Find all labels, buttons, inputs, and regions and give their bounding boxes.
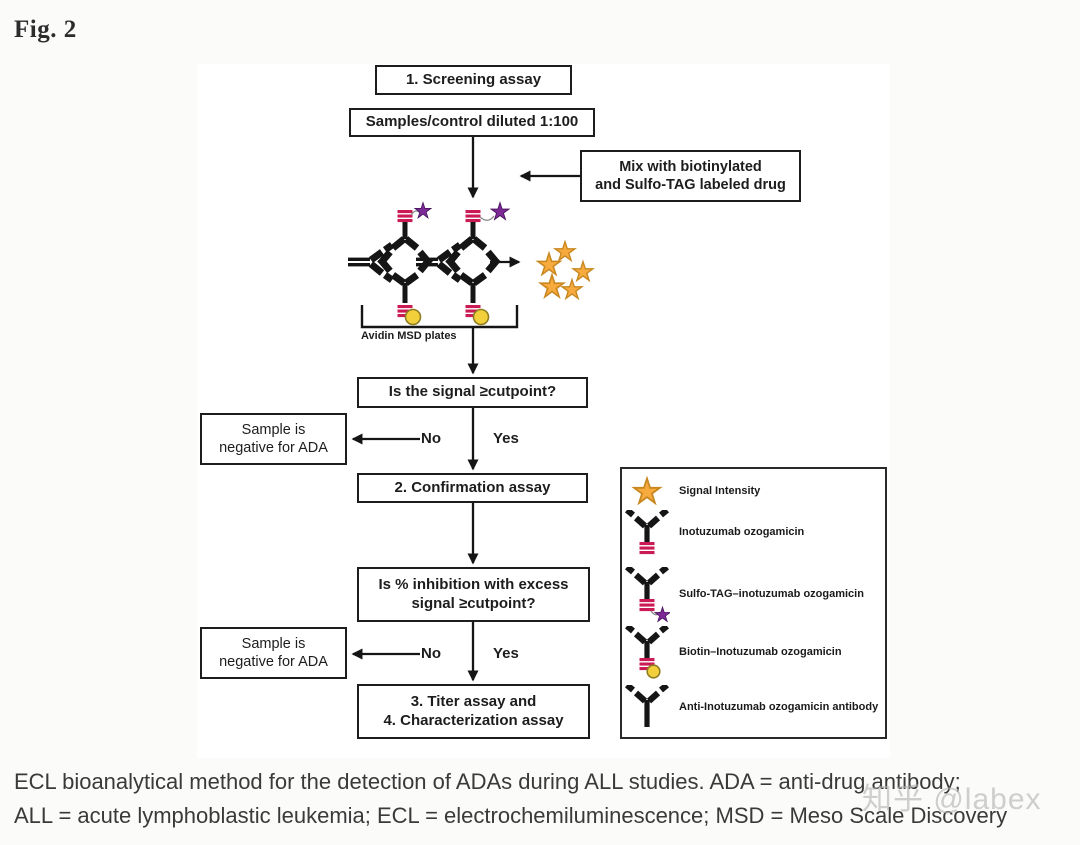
legend-item-sulfotag: Sulfo-TAG–inotuzumab ozogamicin xyxy=(622,567,885,623)
figure-canvas: 1. Screening assay Samples/control dilut… xyxy=(197,64,890,758)
legend-label: Anti-Inotuzumab ozogamicin antibody xyxy=(679,701,879,714)
sulfo-tag-star-icon xyxy=(414,201,432,219)
inotuzumab-antibody-icon xyxy=(625,510,669,555)
sulfotag-antibody-icon xyxy=(625,567,670,623)
anti-drug-antibody-icon xyxy=(625,685,669,727)
avidin-plate-bracket xyxy=(360,305,519,329)
mix-drug-box: Mix with biotinylated and Sulfo-TAG labe… xyxy=(580,150,801,202)
legend-item-signal: Signal Intensity xyxy=(622,475,885,509)
yes-label-1: Yes xyxy=(493,430,519,447)
legend-item-biotin: Biotin–Inotuzumab ozogamicin xyxy=(622,624,885,682)
legend-label: Inotuzumab ozogamicin xyxy=(679,526,805,539)
signal-star-icon xyxy=(633,477,661,504)
legend-item-anti-drug-antibody: Anti-Inotuzumab ozogamicin antibody xyxy=(622,684,885,732)
figure-caption-line-2: ALL = acute lymphoblastic leukemia; ECL … xyxy=(14,803,1008,828)
watermark: 知乎 @labex xyxy=(862,783,1042,816)
avidin-plate-label: Avidin MSD plates xyxy=(361,330,457,342)
no-label-1: No xyxy=(421,430,441,447)
negative-ada-box-1: Sample is negative for ADA xyxy=(200,413,347,465)
yes-label-2: Yes xyxy=(493,645,519,662)
confirmation-assay-box: 2. Confirmation assay xyxy=(357,473,588,503)
screening-assay-box: 1. Screening assay xyxy=(375,65,572,95)
flowchart-graphics xyxy=(197,137,594,682)
inhibition-question-box: Is % inhibition with excess signal ≥cutp… xyxy=(357,567,590,622)
signal-stars-cluster xyxy=(537,240,594,300)
antibody-complex-2 xyxy=(416,202,510,325)
titer-characterization-box: 3. Titer assay and 4. Characterization a… xyxy=(357,684,590,739)
figure-number-label: Fig. 2 xyxy=(14,16,77,43)
negative-ada-box-2: Sample is negative for ADA xyxy=(200,627,347,679)
legend: Signal Intensity Inotuzumab ozogamicin xyxy=(620,467,887,739)
biotin-antibody-icon xyxy=(625,626,669,679)
figure-caption-line-1: ECL bioanalytical method for the detecti… xyxy=(14,769,961,794)
legend-label: Signal Intensity xyxy=(679,485,761,498)
signal-cutpoint-question-box: Is the signal ≥cutpoint? xyxy=(357,377,588,408)
legend-label: Biotin–Inotuzumab ozogamicin xyxy=(679,646,842,659)
antibody-complex-1 xyxy=(348,201,432,324)
legend-label: Sulfo-TAG–inotuzumab ozogamicin xyxy=(679,588,864,601)
legend-item-inotuzumab: Inotuzumab ozogamicin xyxy=(622,510,885,556)
dilution-box: Samples/control diluted 1:100 xyxy=(349,108,595,137)
no-label-2: No xyxy=(421,645,441,662)
